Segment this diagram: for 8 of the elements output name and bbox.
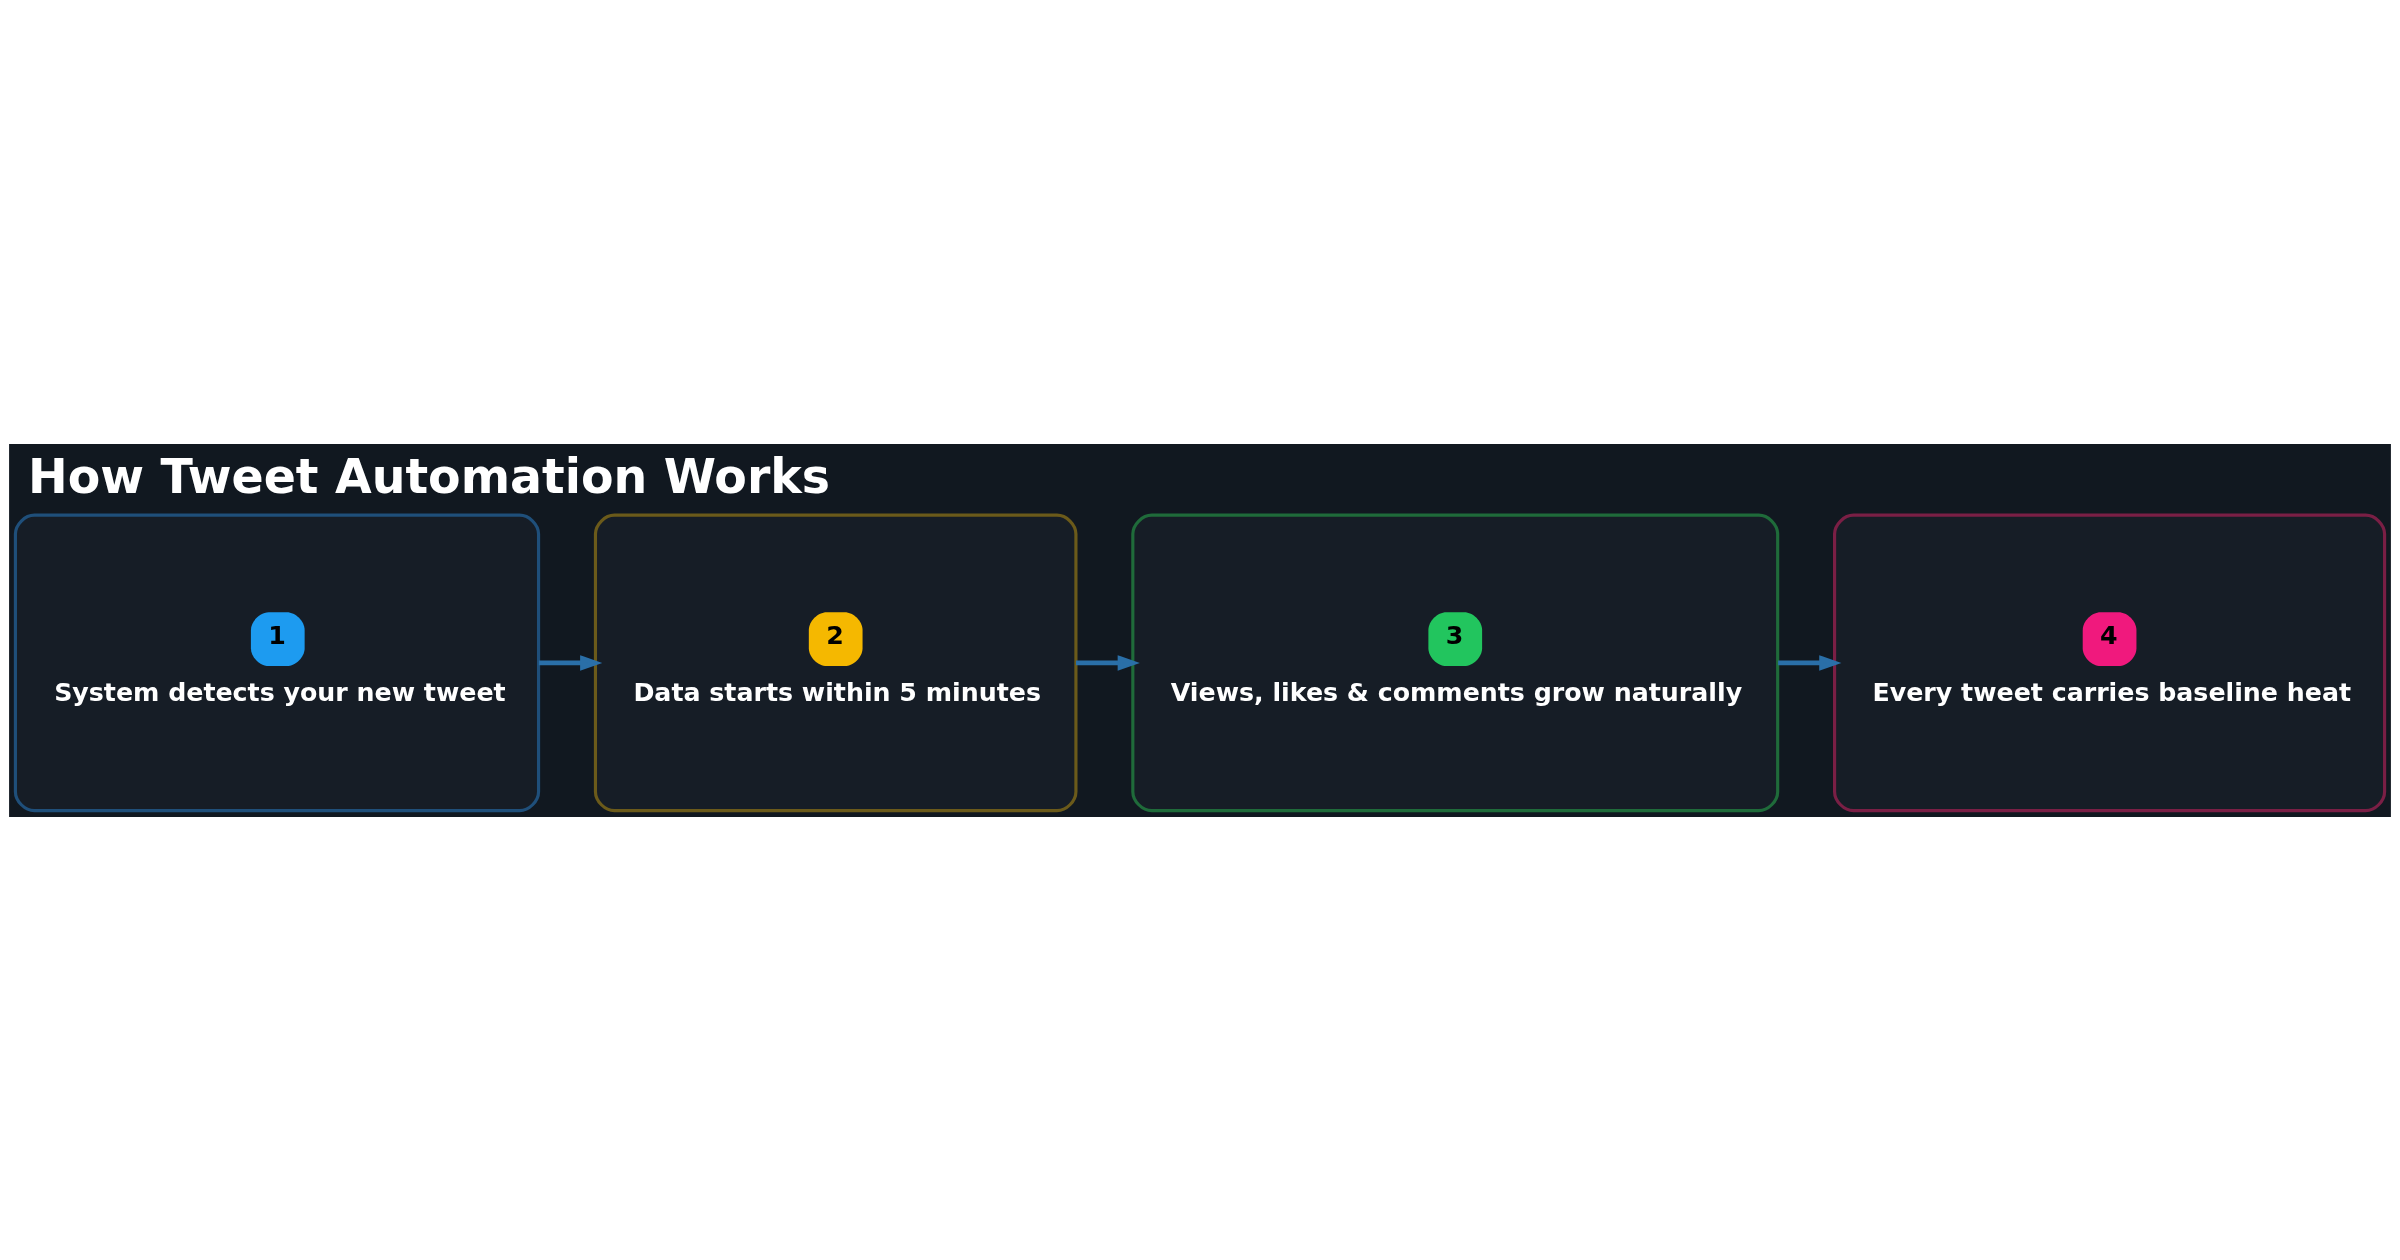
- node-box: 3 Views, likes & comments grow naturally: [1131, 513, 1780, 812]
- node-box: 1 System detects your new tweet: [13, 513, 541, 812]
- arrow: [538, 654, 603, 671]
- diagram-title: How Tweet Automation Works: [28, 448, 831, 504]
- arrow: [1076, 654, 1140, 671]
- arrow: [1778, 654, 1842, 671]
- node-box: 4 Every tweet carries baseline heat: [1833, 513, 2387, 812]
- node-box: 2 Data starts within 5 minutes: [593, 513, 1078, 812]
